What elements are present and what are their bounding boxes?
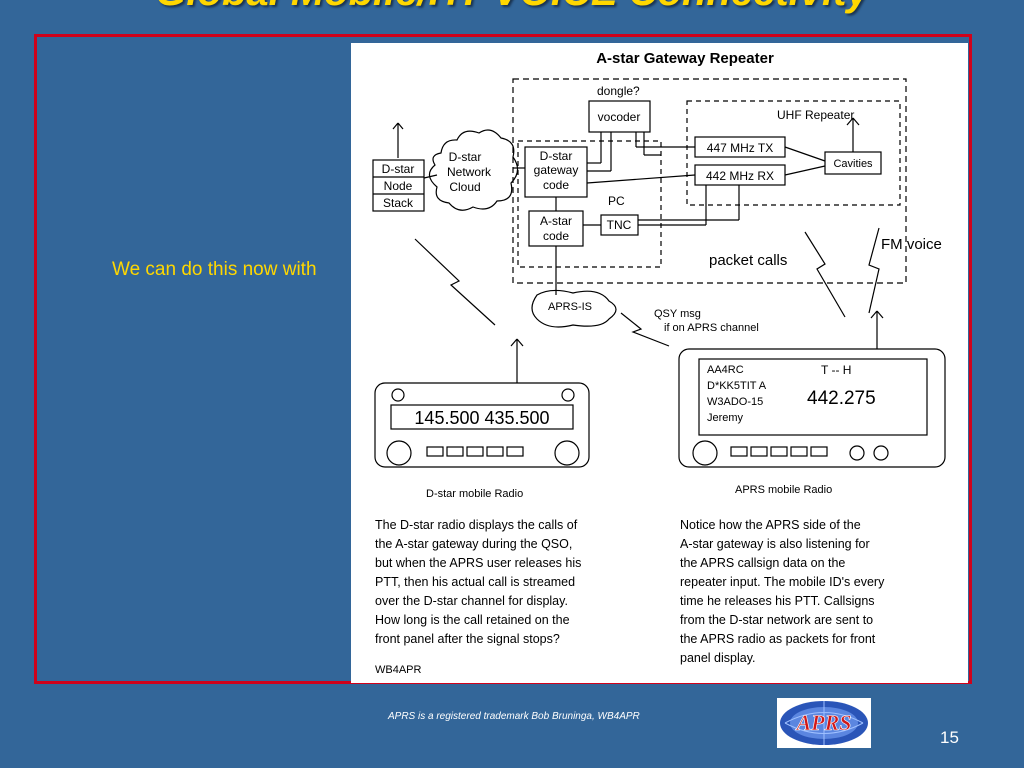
cloud-label: Network [447, 165, 492, 179]
aprs-logo: APRS [777, 698, 871, 748]
fm-voice-label: FM voice [881, 236, 942, 253]
dstar-radio-key [446, 446, 464, 457]
bullet-text: We can do this now with [112, 259, 317, 280]
rx-label: 442 MHz RX [706, 169, 774, 183]
logo-text: APRS [794, 710, 851, 735]
left-description-line: front panel after the signal stops? [375, 632, 560, 646]
slide-title: Global Mobile/HT VOICE Connectivity [0, 0, 1024, 15]
aprs-radio-antenna-tip [870, 310, 878, 319]
tnc-label: TNC [607, 218, 632, 232]
right-description-line: the APRS callsign data on the [680, 556, 845, 570]
dstar-radio-knob [561, 388, 575, 402]
aprs-radio-key [810, 446, 828, 457]
right-description-line: the APRS radio as packets for front [680, 632, 876, 646]
aprs-is-cloud [531, 289, 617, 328]
aprs-radio-knob [873, 445, 889, 461]
stack-label: Stack [383, 196, 414, 210]
dstar-radio-caption: D-star mobile Radio [426, 488, 523, 500]
right-description-line: panel display. [680, 651, 756, 665]
aprs-radio-line: D*KK5TIT A [707, 380, 767, 392]
dstar-radio-dial [554, 440, 580, 466]
right-description-line: A-star gateway is also listening for [680, 537, 870, 551]
gateway-label: D-star [540, 149, 573, 163]
dstar-signal-path [414, 238, 496, 326]
aprs-radio-line: Jeremy [707, 412, 744, 424]
uhf-repeater-label: UHF Repeater [777, 108, 854, 122]
network-cloud [428, 129, 519, 211]
left-description-line: PTT, then his actual call is streamed [375, 575, 575, 589]
rx-cavities-link [784, 165, 826, 176]
aprs-is-label: APRS-IS [548, 301, 592, 313]
gateway-diagram: A-star Gateway Repeater UHF Repeater PC … [351, 43, 968, 683]
uhf-repeater-boundary [686, 100, 901, 206]
stack-label: Node [384, 179, 413, 193]
right-description-line: time he releases his PTT. Callsigns [680, 594, 875, 608]
packet-calls-label: packet calls [709, 252, 787, 269]
right-description-line: repeater input. The mobile ID's every [680, 575, 885, 589]
aprs-radio-frequency: 442.275 [807, 388, 876, 409]
stack-label: D-star [382, 162, 415, 176]
repeater-antenna-tip-2 [852, 117, 860, 126]
dstar-radio-display [390, 404, 574, 430]
dstar-radio-antenna-tip-2 [516, 338, 524, 347]
astar-label: code [543, 229, 569, 243]
dstar-radio-key [466, 446, 484, 457]
aprs-radio-display [698, 358, 928, 436]
voice-signal-path [868, 227, 880, 314]
dstar-node-stack [372, 159, 425, 212]
dstar-radio-knob [391, 388, 405, 402]
aprs-radio-antenna-tip-2 [876, 310, 884, 319]
left-description-line: but when the APRS user releases his [375, 556, 581, 570]
vocoder-label: vocoder [598, 110, 641, 124]
dstar-radio-antenna-tip [510, 338, 518, 347]
aprs-radio-key [770, 446, 788, 457]
cavities-label: Cavities [833, 158, 873, 170]
tx-cavities-link [784, 146, 826, 162]
aprs-radio-key [730, 446, 748, 457]
dstar-radio-key [506, 446, 524, 457]
dstar-radio-body [374, 382, 590, 468]
right-description-line: Notice how the APRS side of the [680, 518, 861, 532]
aprs-radio-line: W3ADO-15 [707, 396, 763, 408]
stack-cloud-link [423, 174, 438, 179]
vocoder-box [588, 100, 651, 133]
qsy-signal-path [620, 312, 670, 347]
repeater-antenna-tip [846, 117, 854, 126]
left-description-line: The D-star radio displays the calls of [375, 518, 578, 532]
node-antenna-tip-2 [397, 122, 404, 130]
dstar-radio-key [486, 446, 504, 457]
aprs-radio-key [750, 446, 768, 457]
cloud-label: D-star [449, 150, 482, 164]
gateway-rx-wire [586, 174, 696, 184]
left-description-line: How long is the call retained on the [375, 613, 570, 627]
dstar-radio-key [426, 446, 444, 457]
aprs-radio-line: AA4RC [707, 364, 744, 376]
gateway-label: gateway [534, 163, 579, 177]
left-description-line: over the D-star channel for display. [375, 594, 568, 608]
qsy-label: QSY msg [654, 308, 701, 320]
qsy-label: if on APRS channel [664, 322, 759, 334]
aprs-radio-key [790, 446, 808, 457]
cloud-label: Cloud [449, 180, 480, 194]
page-number: 15 [940, 728, 959, 747]
astar-label: A-star [540, 214, 572, 228]
dstar-radio-frequency: 145.500 435.500 [414, 408, 549, 428]
pc-label: PC [608, 194, 625, 208]
diagram-title: A-star Gateway Repeater [596, 50, 774, 67]
aprs-radio-dial [692, 440, 718, 466]
author-signature: WB4APR [375, 664, 422, 676]
node-antenna-tip [392, 122, 399, 130]
dongle-label: dongle? [597, 84, 640, 98]
trademark-footer: APRS is a registered trademark Bob Bruni… [388, 711, 640, 722]
aprs-radio-knob [849, 445, 865, 461]
aprs-radio-body [678, 348, 946, 468]
right-description-line: from the D-star network are sent to [680, 613, 873, 627]
gateway-label: code [543, 178, 569, 192]
packet-signal-path [804, 231, 846, 318]
dstar-radio-dial [386, 440, 412, 466]
left-description-line: the A-star gateway during the QSO, [375, 537, 572, 551]
aprs-radio-indicators: T -- H [821, 363, 851, 377]
aprs-radio-caption: APRS mobile Radio [735, 484, 832, 496]
tx-label: 447 MHz TX [707, 141, 773, 155]
